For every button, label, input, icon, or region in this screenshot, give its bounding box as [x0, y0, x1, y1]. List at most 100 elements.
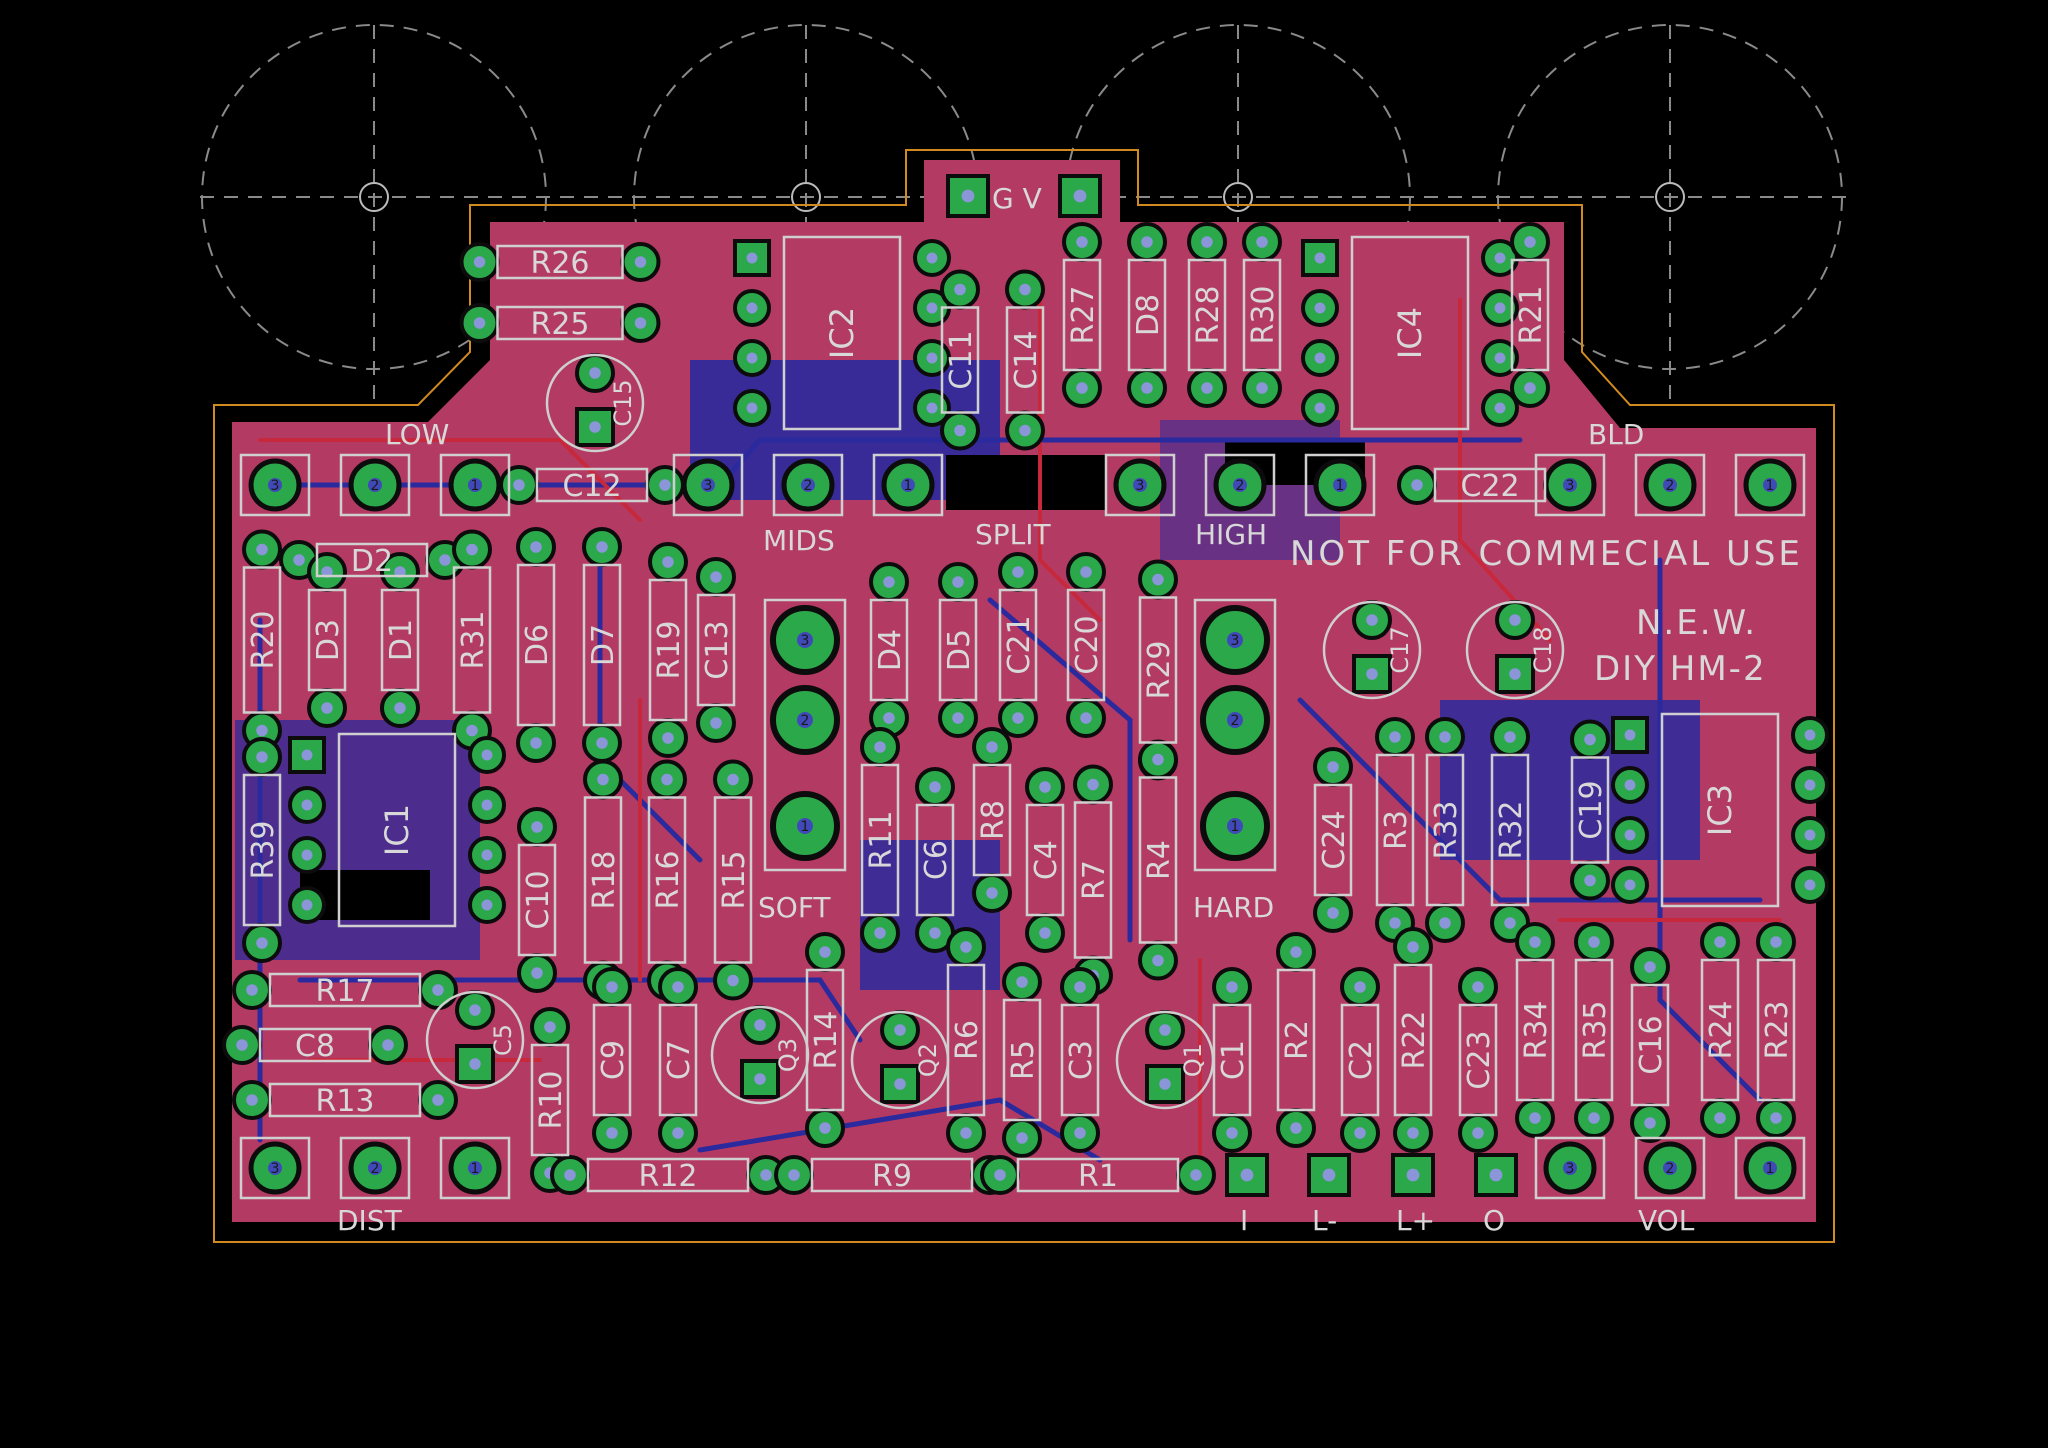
- pad-drill: [661, 773, 673, 786]
- pad-drill: [1663, 1161, 1677, 1175]
- pad-drill: [1763, 478, 1777, 492]
- component-outline: [647, 796, 687, 964]
- component-outline: [1570, 756, 1610, 864]
- component-ref: R18: [587, 850, 622, 909]
- component-ref: R15: [717, 850, 752, 909]
- pad-drill: [394, 702, 406, 714]
- pad-drill: [797, 818, 813, 834]
- pad-drill: [368, 1161, 382, 1175]
- pad-drill: [1152, 573, 1164, 586]
- pin-number: 1: [801, 819, 810, 835]
- pad-drill: [801, 478, 815, 492]
- pad-drill: [1314, 352, 1326, 364]
- pad-drill: [952, 576, 964, 588]
- component-ref: R26: [530, 246, 589, 281]
- cap-outline: [425, 990, 525, 1090]
- pad-drill: [1074, 1127, 1086, 1139]
- pad-drill: [246, 1094, 258, 1106]
- pad-drill: [481, 749, 493, 761]
- pad-drill: [1624, 879, 1636, 891]
- component-ref: R29: [1142, 640, 1177, 699]
- component-outline: [242, 566, 282, 714]
- component-outline: [337, 732, 457, 928]
- pin-number: 3: [1566, 1161, 1575, 1177]
- pad-drill: [1233, 478, 1247, 492]
- component-ref: C8: [295, 1029, 335, 1064]
- component-ref: Q2: [914, 1043, 942, 1077]
- pad-drill: [1141, 382, 1153, 394]
- component-ref: C22: [1460, 469, 1519, 504]
- component-outline: [1490, 753, 1530, 907]
- pad-drill: [513, 479, 525, 491]
- pad-drill: [1240, 1168, 1254, 1182]
- component-outline: [582, 563, 622, 727]
- component-ref: R32: [1494, 800, 1529, 859]
- pot-pin-outline: [1734, 453, 1806, 517]
- pad-drill: [1366, 668, 1378, 680]
- pad-drill: [439, 554, 451, 566]
- component-outline: [380, 588, 420, 692]
- component-ref: C20: [1070, 615, 1105, 674]
- component-ref: R24: [1704, 1000, 1739, 1059]
- pad-drill: [1227, 712, 1243, 728]
- pad-drill: [727, 773, 739, 786]
- power-header-label: G V: [992, 182, 1042, 215]
- pad-drill: [1504, 731, 1516, 743]
- pad-drill: [1804, 879, 1816, 891]
- component-outline: [648, 578, 688, 722]
- component-ref: C23: [1462, 1030, 1497, 1089]
- pad-drill: [1389, 917, 1401, 929]
- pad-drill: [1019, 424, 1031, 437]
- pad-drill: [1080, 712, 1092, 724]
- component-outline: [307, 588, 347, 692]
- component-outline: [1700, 958, 1740, 1102]
- component-ref: C21: [1002, 615, 1037, 674]
- component-outline: [268, 972, 422, 1008]
- component-ref: R7: [1077, 860, 1112, 900]
- pad-drill: [797, 632, 813, 648]
- pad-drill: [1494, 252, 1506, 264]
- pad-drill: [819, 1122, 831, 1134]
- component-ref: R3: [1379, 810, 1414, 850]
- pad-drill: [1529, 936, 1541, 948]
- pad-drill: [481, 849, 493, 861]
- pad-drill: [929, 781, 941, 793]
- pad-drill: [1073, 189, 1087, 203]
- component-ref: C16: [1634, 1015, 1669, 1074]
- component-ref: C17: [1386, 626, 1414, 673]
- pad-drill: [1389, 731, 1401, 743]
- pad-drill: [1714, 1112, 1726, 1124]
- component-ref: R2: [1280, 1020, 1315, 1060]
- component-outline: [1340, 1003, 1380, 1117]
- component-outline: [530, 1043, 570, 1157]
- component-outline: [946, 963, 986, 1117]
- component-ref: R5: [1006, 1040, 1041, 1080]
- pin-number: 2: [1666, 1161, 1675, 1177]
- component-outline: [1062, 258, 1102, 372]
- pad-drill: [531, 967, 543, 979]
- pin-number: 2: [1236, 478, 1245, 494]
- pot-pin-outline: [1534, 1136, 1606, 1200]
- pad-drill: [256, 724, 268, 737]
- pad-drill: [1012, 566, 1024, 578]
- pad-drill: [894, 1024, 906, 1036]
- pad-square: [1307, 1153, 1351, 1197]
- component-ref: R12: [638, 1159, 697, 1194]
- pad-drill: [481, 899, 493, 911]
- component-ref: C11: [944, 330, 979, 389]
- component-ref: R16: [651, 850, 686, 909]
- pad-drill: [1472, 1127, 1484, 1139]
- component-outline: [586, 1157, 750, 1193]
- pin-number: 3: [1136, 478, 1145, 494]
- pad-drill: [1074, 981, 1086, 993]
- pad-drill: [1016, 1132, 1028, 1144]
- pad-drill: [1314, 252, 1326, 264]
- pad-drill: [1019, 283, 1031, 296]
- pad-drill: [268, 478, 282, 492]
- component-outline: [1515, 958, 1555, 1102]
- pad-drill: [662, 556, 674, 568]
- pad-drill: [746, 252, 758, 264]
- pot-pin-outline: [1534, 453, 1606, 517]
- pad-drill: [1406, 1168, 1420, 1182]
